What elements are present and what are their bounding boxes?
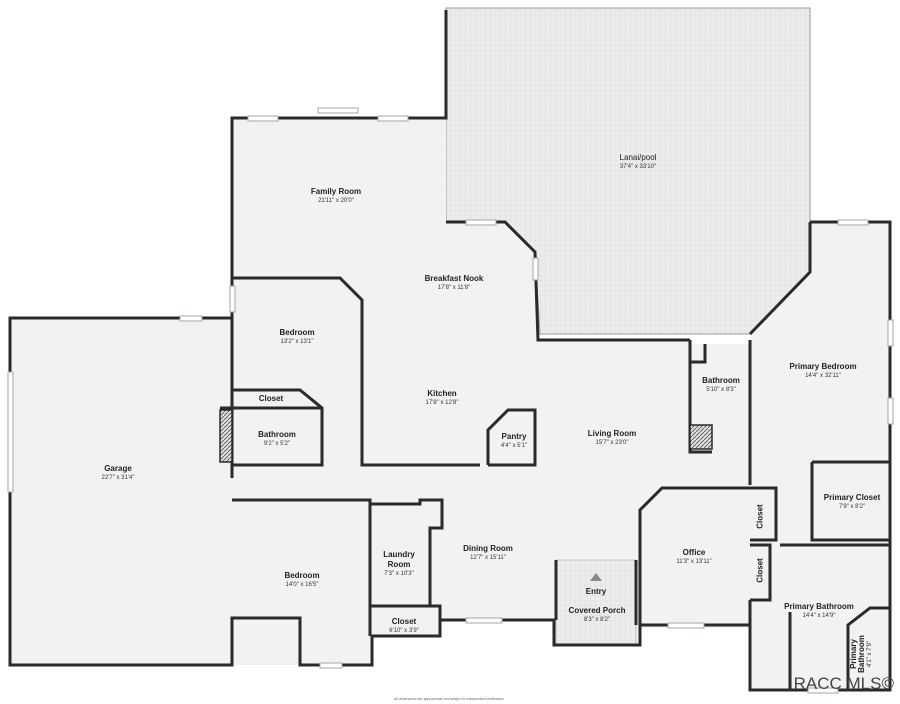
room-label-closet2: Closet 6'10" x 3'9" bbox=[389, 617, 419, 635]
room-name: Office bbox=[682, 548, 706, 557]
room-label-closet1: Closet bbox=[259, 394, 283, 404]
room-label-primary-closet: Primary Closet 7'9" x 8'2" bbox=[824, 493, 880, 511]
room-name: Closet bbox=[391, 617, 417, 626]
room-name: Garage bbox=[104, 464, 132, 473]
primary-bath-small-name: Primary Bathroom bbox=[849, 635, 866, 673]
room-label-laundry: Laundry Room 7'3" x 10'3" bbox=[379, 550, 419, 578]
room-dim: 17'8" x 12'8" bbox=[425, 400, 459, 406]
room-dim: 21'11" x 20'0" bbox=[318, 198, 354, 204]
room-label-lanai: Lanai/pool 37'4" x 33'10" bbox=[620, 153, 657, 171]
room-name: Breakfast Nook bbox=[424, 274, 484, 283]
room-dim: 7'3" x 10'3" bbox=[384, 571, 414, 577]
room-name: Covered Porch bbox=[568, 606, 626, 615]
room-name: Primary Bedroom bbox=[789, 362, 857, 371]
room-dim: 5'10" x 8'3" bbox=[706, 387, 736, 393]
room-name: Laundry Room bbox=[383, 550, 415, 569]
room-name: Primary Bathroom bbox=[784, 602, 854, 611]
room-dim: 4'4" x 5'1" bbox=[500, 443, 528, 449]
room-dim: 6'10" x 3'9" bbox=[389, 628, 419, 634]
room-name: Living Room bbox=[587, 429, 637, 438]
fixture-hatch-left bbox=[219, 409, 233, 463]
room-dim: 17'8" x 11'8" bbox=[437, 285, 471, 291]
room-name: Lanai/pool bbox=[619, 153, 657, 162]
room-dim: 14'0" x 16'5" bbox=[285, 582, 319, 588]
primary-bath-small-dim: 4'1" x 7'9" bbox=[867, 640, 873, 668]
garage-floor bbox=[10, 320, 232, 665]
room-label-garage: Garage 22'7" x 31'4" bbox=[102, 464, 135, 482]
windows bbox=[7, 107, 894, 694]
room-dim: 22'7" x 31'4" bbox=[101, 475, 135, 481]
room-name: Primary Closet bbox=[823, 493, 881, 502]
primary-bath-small-label: Primary Bathroom 4'1" x 7'9" bbox=[849, 628, 874, 680]
fixture-hatch-bath2 bbox=[689, 424, 713, 450]
room-dim: 7'9" x 8'2" bbox=[838, 504, 866, 510]
mls-watermark: RACC MLS© bbox=[793, 674, 894, 693]
room-dim: 14'4" x 14'9" bbox=[802, 613, 836, 619]
room-label-living: Living Room 15'7" x 23'0" bbox=[588, 429, 636, 447]
room-dim: 37'4" x 33'10" bbox=[619, 164, 657, 170]
room-label-primary-bath: Primary Bathroom 14'4" x 14'9" bbox=[784, 602, 854, 620]
room-name: Kitchen bbox=[427, 389, 457, 398]
room-name: Family Room bbox=[310, 187, 362, 196]
room-dim: 13'2" x 13'1" bbox=[280, 339, 314, 345]
room-label-kitchen: Kitchen 17'8" x 12'8" bbox=[426, 389, 459, 407]
walls bbox=[8, 10, 892, 692]
room-name: Bathroom bbox=[258, 430, 296, 439]
room-name: Dining Room bbox=[463, 544, 513, 553]
room-dim: 12'7" x 15'11" bbox=[470, 555, 506, 561]
porch-floor bbox=[555, 559, 637, 645]
disclaimer-text: All dimensions are approximate and subje… bbox=[394, 697, 505, 701]
room-name: Bedroom bbox=[279, 328, 315, 337]
room-name: Bedroom bbox=[284, 571, 320, 580]
room-name: Closet bbox=[258, 394, 284, 403]
room-label-bath2: Bathroom 5'10" x 8'3" bbox=[702, 376, 740, 394]
entry-arrow-icon bbox=[590, 573, 602, 581]
closet-vertical-label-b: Closet bbox=[755, 558, 765, 583]
room-dim: 14'4" x 32'11" bbox=[805, 373, 841, 379]
room-name: Pantry bbox=[501, 432, 527, 441]
room-name: Bathroom bbox=[702, 376, 740, 385]
room-name: Entry bbox=[585, 587, 607, 596]
room-label-bedroom1: Bedroom 13'2" x 13'1" bbox=[279, 328, 314, 346]
room-dim: 11'3" x 13'11" bbox=[676, 559, 712, 565]
room-label-dining: Dining Room 12'7" x 15'11" bbox=[463, 544, 513, 562]
room-label-primary-bedroom: Primary Bedroom 14'4" x 32'11" bbox=[789, 362, 856, 380]
room-label-bath1: Bathroom 9'2" x 5'2" bbox=[258, 430, 296, 448]
room-label-office: Office 11'3" x 13'11" bbox=[676, 548, 711, 566]
room-label-nook: Breakfast Nook 17'8" x 11'8" bbox=[425, 274, 484, 292]
room-dim: 8'3" x 8'2" bbox=[583, 617, 611, 623]
room-dim: 15'7" x 23'0" bbox=[595, 440, 629, 446]
room-label-bedroom2: Bedroom 14'0" x 16'5" bbox=[284, 571, 319, 589]
closet-vertical-label-a: Closet bbox=[755, 504, 765, 529]
room-label-family: Family Room 21'11" x 20'0" bbox=[311, 187, 361, 205]
room-label-porch: Covered Porch 8'3" x 8'2" bbox=[569, 606, 626, 624]
room-label-pantry: Pantry 4'4" x 5'1" bbox=[501, 432, 527, 450]
room-label-entry: Entry bbox=[586, 587, 606, 597]
room-dim: 9'2" x 5'2" bbox=[263, 441, 291, 447]
